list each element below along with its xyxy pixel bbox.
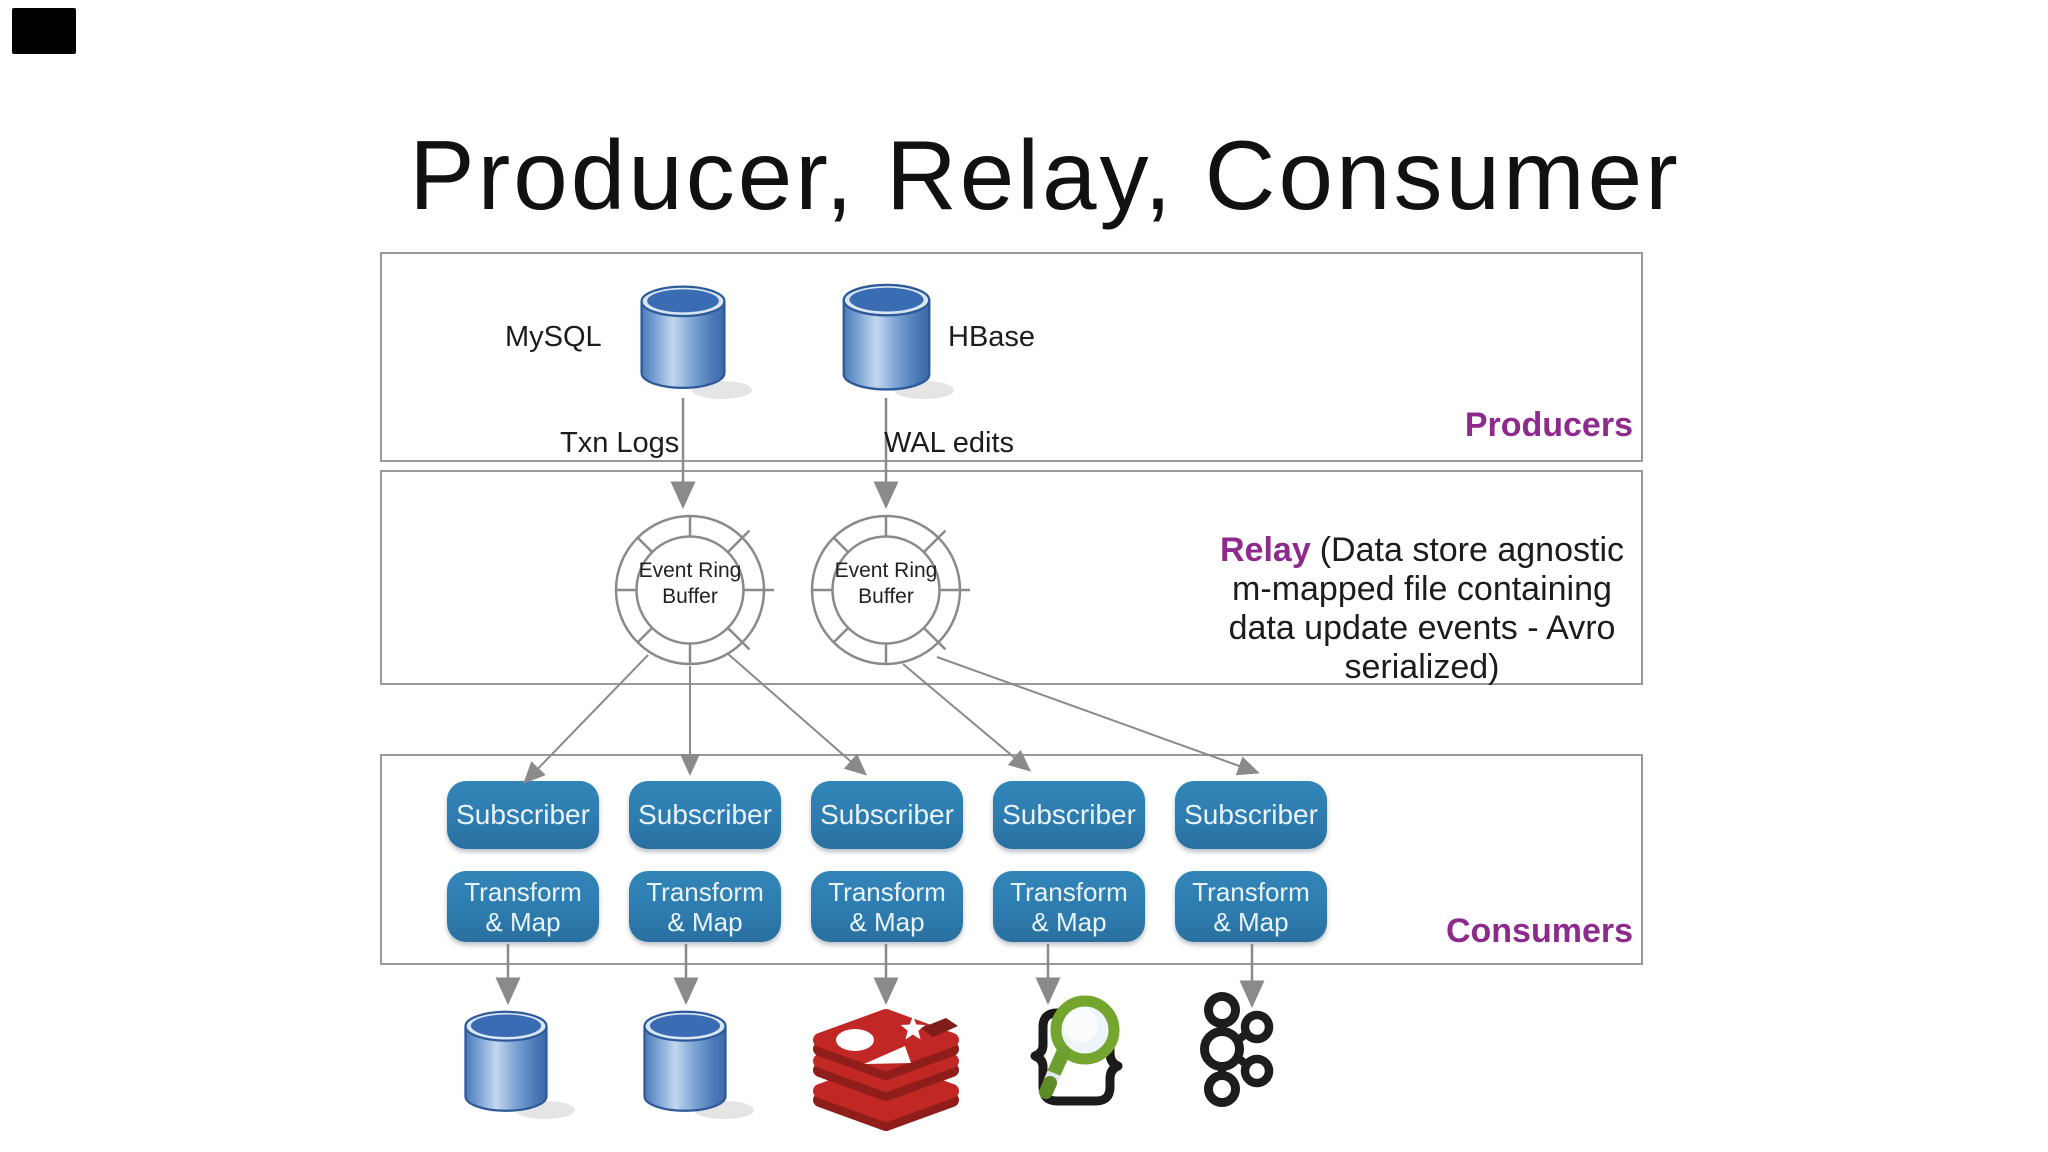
relay-desc-4: serialized) [1344, 648, 1500, 686]
transform-map-node: Transform & Map [629, 871, 781, 942]
ring-label-line2: Buffer [662, 585, 718, 608]
relay-label: Relay [1220, 531, 1311, 569]
relay-desc-2: m-mapped file containing [1232, 570, 1612, 608]
producers-section-label: Producers [1464, 406, 1633, 444]
subscriber-node: Subscriber [629, 781, 781, 849]
transform-line1: Transform [1010, 876, 1128, 907]
subscriber-node: Subscriber [993, 781, 1145, 849]
sink-database-icon [643, 1010, 727, 1112]
transform-line1: Transform [464, 876, 582, 907]
transform-map-node: Transform & Map [1175, 871, 1327, 942]
transform-line2: & Map [1031, 906, 1107, 937]
transform-line2: & Map [849, 906, 925, 937]
consumers-section-label: Consumers [1445, 912, 1633, 950]
ring-label-line2: Buffer [858, 585, 914, 608]
transform-line2: & Map [667, 906, 743, 937]
elasticsearch-icon [1030, 995, 1123, 1106]
transform-map-node: Transform & Map [993, 871, 1145, 942]
ring-buffer-label: Event Ring Buffer [615, 558, 765, 610]
wal-edits-label: WAL edits [884, 427, 1015, 459]
transform-line2: & Map [1213, 906, 1289, 937]
subscriber-node: Subscriber [1175, 781, 1327, 849]
sink-database-icon [464, 1010, 548, 1112]
transform-map-node: Transform & Map [811, 871, 963, 942]
subscriber-node: Subscriber [811, 781, 963, 849]
relay-desc-3: data update events - Avro [1228, 609, 1616, 647]
mysql-label: MySQL [505, 321, 602, 353]
transform-line1: Transform [646, 876, 764, 907]
redis-icon [813, 1009, 959, 1131]
relay-description-line: Relay(Data store agnostic [1192, 531, 1652, 570]
hbase-label: HBase [948, 321, 1036, 353]
subscriber-node: Subscriber [447, 781, 599, 849]
relay-desc-1: (Data store agnostic [1319, 531, 1624, 569]
ring-label-line1: Event Ring [834, 559, 938, 582]
transform-line1: Transform [1192, 876, 1310, 907]
txn-logs-label: Txn Logs [560, 427, 680, 459]
corner-marker [12, 8, 76, 54]
ring-label-line1: Event Ring [638, 559, 742, 582]
transform-line1: Transform [828, 876, 946, 907]
relay-description: Relay(Data store agnostic m-mapped file … [1192, 531, 1652, 687]
ring-buffer-label: Event Ring Buffer [811, 558, 961, 610]
slide-title: Producer, Relay, Consumer [409, 120, 1681, 230]
transform-map-node: Transform & Map [447, 871, 599, 942]
kafka-icon [1200, 992, 1274, 1107]
transform-line2: & Map [485, 906, 561, 937]
producers-box [380, 252, 1643, 462]
